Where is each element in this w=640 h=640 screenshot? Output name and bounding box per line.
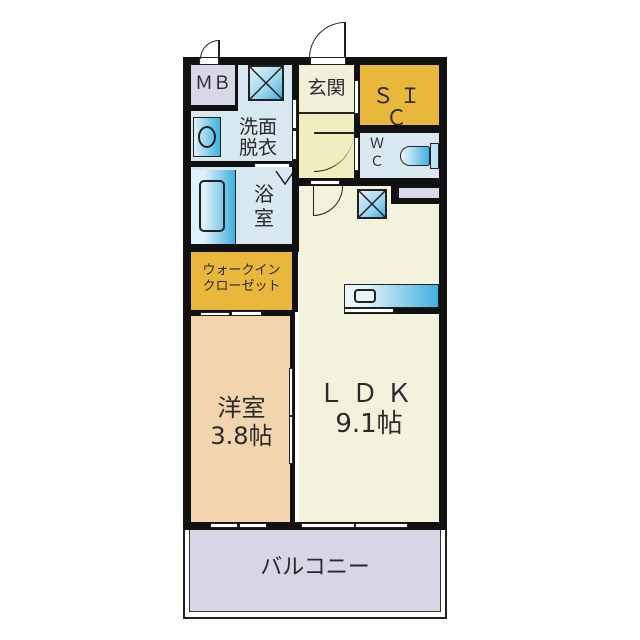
bathroom-door-triangle-icon <box>275 170 295 186</box>
hall-door-leaf <box>314 132 354 134</box>
room-walk-in-closet: ウォークイン クローゼット <box>191 252 292 310</box>
western-window-1[interactable] <box>210 523 238 528</box>
exterior-wall-left <box>183 57 191 530</box>
wic-label-line1: ウォークイン <box>202 263 281 278</box>
room-mb: ＭＢ <box>191 65 235 105</box>
washroom-door-2[interactable] <box>292 130 297 160</box>
washroom-label-line1: 洗面 <box>238 116 277 138</box>
wall-wash-bath <box>191 161 295 167</box>
toilet-icon <box>400 146 430 166</box>
washer-space-icon <box>248 65 284 101</box>
bathroom-label-line2: 室 <box>254 206 274 230</box>
mb-door-swing[interactable] <box>200 40 219 59</box>
balcony-label: バルコニー <box>260 555 370 580</box>
sic-door[interactable] <box>354 80 359 114</box>
ldk-window-2[interactable] <box>355 523 408 528</box>
western-label-line2: 3.8帖 <box>210 422 273 450</box>
mb-label: ＭＢ <box>195 73 231 94</box>
ldk-window-1[interactable] <box>301 523 355 528</box>
western-sliding-door-2[interactable] <box>289 416 293 464</box>
exterior-wall-right <box>439 57 447 530</box>
ldk-label-line2: 9.1帖 <box>335 409 403 439</box>
wall-mb-right <box>235 65 238 111</box>
kitchen-counter-top <box>344 308 394 313</box>
room-entrance: 玄関 <box>299 65 354 113</box>
balcony: バルコニー <box>189 530 441 612</box>
room-ldk: ＬＤＫ 9.1帖 <box>299 186 439 522</box>
washbasin-icon <box>193 117 221 157</box>
washroom-label-line2: 脱衣 <box>238 137 277 159</box>
kitchen-counter-icon <box>344 284 439 308</box>
wic-label-line2: クローゼット <box>202 279 281 294</box>
bathtub-icon <box>191 170 236 244</box>
wic-door-2[interactable] <box>231 311 262 316</box>
wc-label-line2: Ｃ <box>370 154 384 170</box>
hall-ldk-door[interactable] <box>310 180 340 185</box>
room-wc: Ｗ Ｃ <box>360 133 439 178</box>
wall-wic-right <box>292 252 298 312</box>
room-sic: ＳＩＣ <box>360 65 439 129</box>
wall-bath-wic <box>191 244 298 252</box>
toilet-tank-icon <box>430 143 439 169</box>
washroom-door[interactable] <box>292 99 297 129</box>
room-western: 洋室 3.8帖 <box>191 316 292 522</box>
western-label-line1: 洋室 <box>217 394 266 422</box>
wall-wc-bottom <box>299 178 439 186</box>
wall-mb-bottom <box>191 105 238 111</box>
western-sliding-door-1[interactable] <box>289 368 293 416</box>
wall-entrance-right <box>354 57 360 185</box>
entrance-door-opening[interactable] <box>310 57 346 65</box>
refrigerator-space-icon <box>357 189 387 219</box>
entrance-step-line <box>299 112 354 114</box>
wall-sic-wc <box>360 125 439 133</box>
entrance-door-swing[interactable] <box>309 22 345 58</box>
storage-shelf <box>399 188 439 198</box>
wc-label-line1: Ｗ <box>370 136 384 152</box>
wc-door[interactable] <box>354 137 359 171</box>
entrance-label: 玄関 <box>307 77 346 99</box>
ldk-label-line1: ＬＤＫ <box>317 379 420 409</box>
sic-label: ＳＩＣ <box>372 84 427 131</box>
wic-door-1[interactable] <box>200 312 230 316</box>
sink-icon <box>354 289 376 303</box>
western-window-2[interactable] <box>239 523 267 528</box>
bathroom-label-line1: 浴 <box>254 182 274 206</box>
